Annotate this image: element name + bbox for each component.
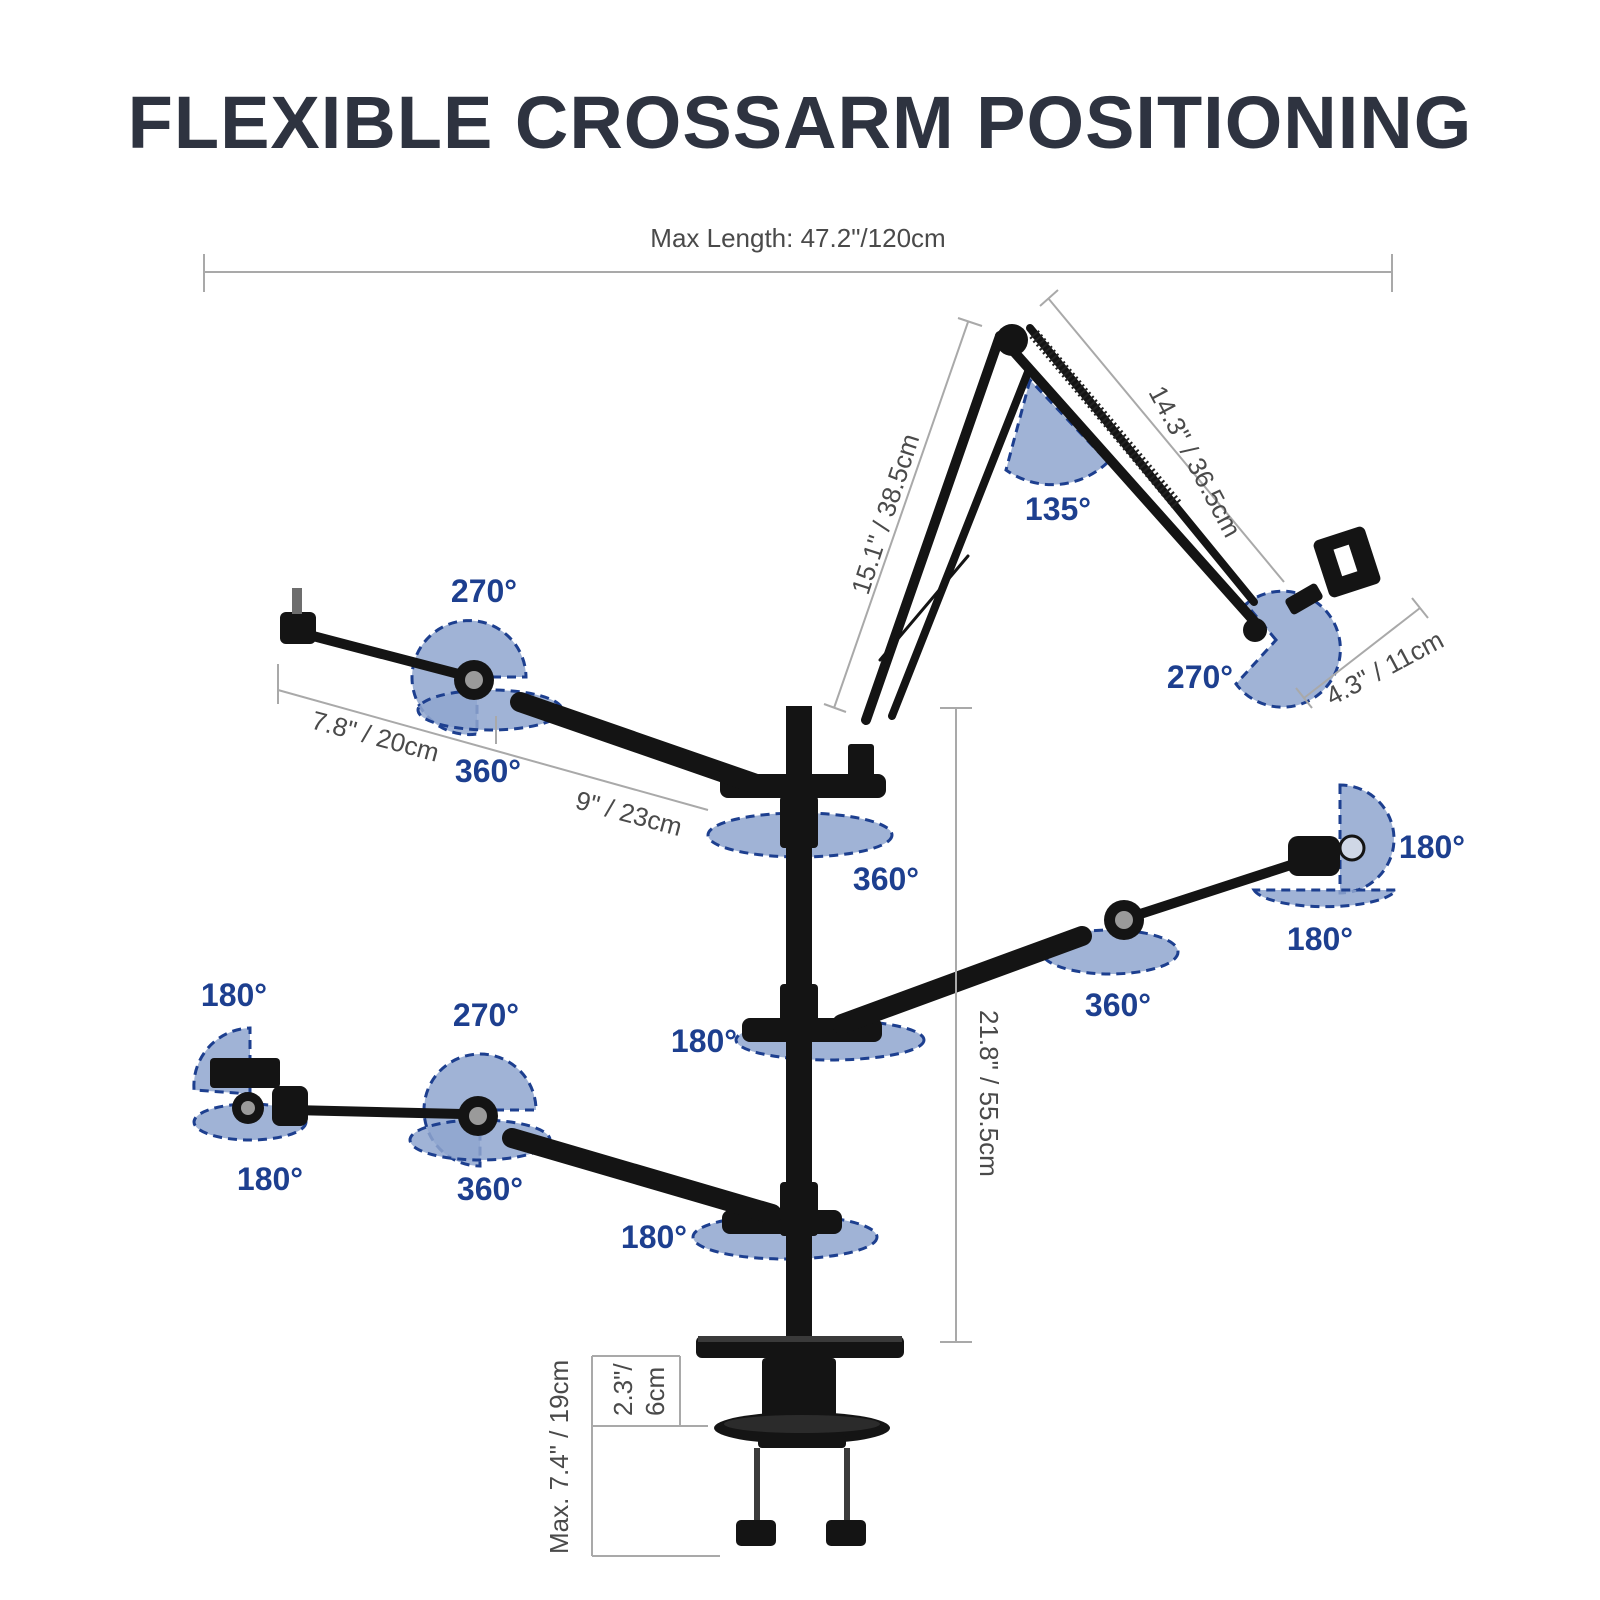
clamp-max-length: Max. 7.4" / 19cm bbox=[544, 1360, 574, 1554]
right-tip-bottom-wedge bbox=[1251, 888, 1399, 909]
pole-length: 21.8" / 55.5cm bbox=[974, 1010, 1004, 1177]
boom-tip-angle: 270° bbox=[1167, 659, 1233, 695]
lower-left-outer-arm bbox=[287, 1105, 467, 1119]
clamp-body bbox=[762, 1358, 836, 1422]
clamp-gap-cm: 6cm bbox=[640, 1367, 670, 1416]
upper-left-bottom-angle: 360° bbox=[455, 753, 521, 789]
boom-upper-spring bbox=[1029, 330, 1183, 510]
upper-left-tip-mount bbox=[280, 612, 316, 644]
angle-labels: 135° 270° 270° 360° 360° 180° 180° 360° … bbox=[201, 491, 1465, 1255]
lower-left-elbow-top-angle: 270° bbox=[453, 997, 519, 1033]
upper-left-top-angle: 270° bbox=[451, 573, 517, 609]
upper-left-inner-arm bbox=[510, 692, 772, 796]
stand-hardware bbox=[210, 324, 1381, 1546]
boom-mount bbox=[848, 744, 874, 784]
lower-left-tip-mount bbox=[272, 1086, 308, 1126]
upper-left-outer-arm bbox=[285, 625, 475, 682]
page-title: FLEXIBLE CROSSARM POSITIONING bbox=[127, 81, 1473, 164]
max-length-dimension: Max Length: 47.2"/120cm bbox=[203, 223, 1393, 292]
lower-left-inner-arm bbox=[502, 1128, 782, 1224]
right-inner-arm bbox=[832, 926, 1092, 1034]
dimension-lines: 15.1" / 38.5cm 14.3" / 36.5cm 4.3" / 11c… bbox=[277, 289, 1448, 1557]
lower-base-angle: 180° bbox=[621, 1219, 687, 1255]
lower-left-tip-plate bbox=[210, 1058, 280, 1088]
boom-lower-rail-2 bbox=[888, 368, 1032, 720]
upper-left-tip-screw bbox=[292, 588, 302, 614]
lower-left-tip-top-angle: 180° bbox=[201, 977, 267, 1013]
right-elbow-angle: 360° bbox=[1085, 987, 1151, 1023]
lower-left-tip-bottom-angle: 180° bbox=[237, 1161, 303, 1197]
boom-tip-wedge bbox=[1234, 589, 1342, 709]
clamp-screw-left bbox=[754, 1448, 760, 1522]
boom-upper-rail-1 bbox=[995, 331, 1267, 635]
upper-center-angle: 360° bbox=[853, 861, 919, 897]
boom-lower-rail-1 bbox=[861, 331, 1005, 725]
arm-long-length: 9" / 23cm bbox=[572, 785, 685, 842]
clamp-knob-right bbox=[826, 1520, 866, 1546]
clamp-screw-right bbox=[844, 1448, 850, 1522]
clamp-gap-in: 2.3"/ bbox=[608, 1363, 638, 1416]
clamp-knob-left bbox=[736, 1520, 776, 1546]
right-tip-mount bbox=[1288, 836, 1340, 876]
right-tip-side-angle: 180° bbox=[1399, 829, 1465, 865]
lower-left-elbow-bottom-angle: 360° bbox=[457, 1171, 523, 1207]
right-base-angle: 180° bbox=[671, 1023, 737, 1059]
boom-elbow-angle: 135° bbox=[1025, 491, 1091, 527]
right-tip-bottom-angle: 180° bbox=[1287, 921, 1353, 957]
upper-collar bbox=[780, 796, 818, 848]
boom-lower-spring bbox=[878, 554, 970, 662]
right-outer-arm bbox=[1123, 857, 1305, 923]
boom-elbow-wedge bbox=[1004, 377, 1111, 487]
max-length-label: Max Length: 47.2"/120cm bbox=[650, 223, 945, 253]
